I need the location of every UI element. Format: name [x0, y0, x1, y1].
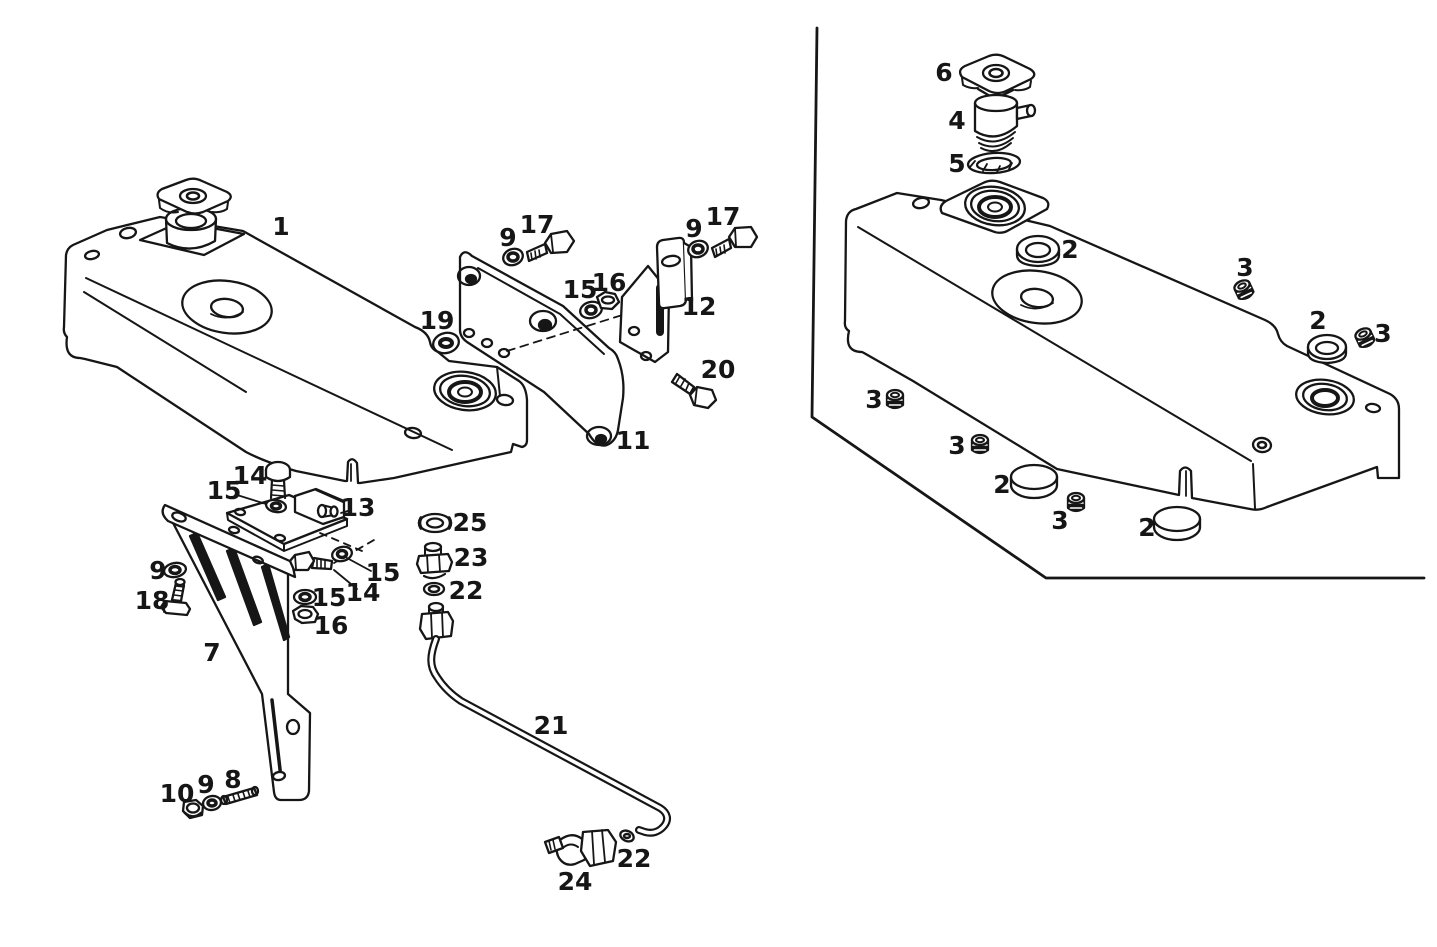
- inset-frame: [810, 26, 1426, 580]
- part-label-25: 25: [453, 508, 488, 537]
- part-label-3: 3: [1374, 319, 1391, 348]
- part-label-19: 19: [420, 306, 455, 335]
- part-18-bolt: [159, 577, 192, 617]
- part-label-5: 5: [948, 149, 965, 178]
- part-6-cap-plate: [958, 53, 1036, 101]
- part-label-12: 12: [682, 292, 717, 321]
- part-label-9: 9: [685, 214, 702, 243]
- part-label-15: 15: [207, 476, 242, 505]
- part-14-bolt: [264, 460, 292, 500]
- part-label-14: 14: [346, 578, 381, 607]
- part-16-nut: [595, 290, 621, 311]
- tank1-cap-plate: [156, 177, 232, 215]
- part-15-washer: [292, 588, 318, 606]
- part-label-18: 18: [135, 586, 170, 615]
- part-13-plate: [225, 487, 363, 552]
- part-label-11: 11: [616, 426, 651, 455]
- part-label-2: 2: [1061, 235, 1078, 264]
- part-label-3: 3: [865, 385, 882, 414]
- part-label-15: 15: [312, 583, 347, 612]
- part-label-13: 13: [341, 493, 376, 522]
- part-label-16: 16: [592, 268, 627, 297]
- part-2-ring: [1015, 234, 1061, 268]
- part-22-washer: [422, 581, 446, 597]
- part-label-1: 1: [272, 212, 289, 241]
- right-grommet-opening: [1295, 378, 1355, 416]
- part-label-3: 3: [1236, 253, 1253, 282]
- part-11-bracket-plate: [456, 251, 633, 447]
- part-25-washer: [417, 512, 453, 534]
- part-3-plugs: [885, 279, 1376, 513]
- part-24-elbow-fitting: [543, 828, 618, 868]
- part-20-bolt: [670, 372, 718, 410]
- part-label-3: 3: [1051, 506, 1068, 535]
- part-1-tank: [62, 177, 529, 485]
- part-label-17: 17: [706, 202, 741, 231]
- part-2-cap: [1152, 505, 1202, 542]
- part-9-washer: [687, 239, 709, 259]
- part-label-21: 21: [534, 711, 569, 740]
- part-23-fitting: [415, 541, 454, 580]
- part-12-bracket: [618, 236, 694, 364]
- part-19-washer: [432, 331, 460, 355]
- part-label-15: 15: [366, 558, 401, 587]
- part-8-stud: [219, 785, 260, 806]
- part-label-9: 9: [149, 556, 166, 585]
- part-label-20: 20: [701, 355, 736, 384]
- filler-boss-plate: [939, 179, 1050, 234]
- leader-lines: [236, 494, 372, 590]
- part-label-2: 2: [1138, 513, 1155, 542]
- part-label-22: 22: [449, 576, 484, 605]
- part-2-3-installed-tank: [843, 179, 1401, 511]
- part-label-10: 10: [160, 779, 195, 808]
- part-label-22: 22: [617, 844, 652, 873]
- part-9-washer: [162, 561, 188, 579]
- part-2-ring: [1306, 333, 1348, 365]
- part-label-2: 2: [993, 470, 1010, 499]
- part-17-bolt: [525, 229, 576, 263]
- part-label-16: 16: [314, 611, 349, 640]
- part-label-15: 15: [563, 275, 598, 304]
- part-label-17: 17: [520, 210, 555, 239]
- part-4-filler-neck: [973, 93, 1037, 153]
- part-10-nut: [181, 798, 205, 820]
- part-9-washer: [502, 247, 524, 267]
- part-label-9: 9: [499, 223, 516, 252]
- part-label-6: 6: [935, 58, 952, 87]
- part-5-seal-ring: [966, 151, 1022, 175]
- part-label-24: 24: [558, 867, 593, 896]
- part-label-9: 9: [197, 770, 214, 799]
- left-grommet-opening: [433, 370, 497, 412]
- part-label-23: 23: [454, 543, 489, 572]
- part-label-7: 7: [203, 638, 220, 667]
- part-17-bolt: [710, 225, 759, 259]
- part-21-pipe: [418, 601, 672, 837]
- part-2-cap: [1009, 463, 1059, 500]
- part-7-support-bracket: [161, 503, 312, 802]
- part-15-washer: [579, 300, 603, 320]
- part-label-14: 14: [233, 461, 268, 490]
- part-label-3: 3: [948, 431, 965, 460]
- part-22-washer: [619, 829, 635, 843]
- part-label-8: 8: [224, 765, 241, 794]
- part-label-2: 2: [1309, 306, 1326, 335]
- part-16-nut: [291, 604, 320, 625]
- part-label-4: 4: [948, 106, 965, 135]
